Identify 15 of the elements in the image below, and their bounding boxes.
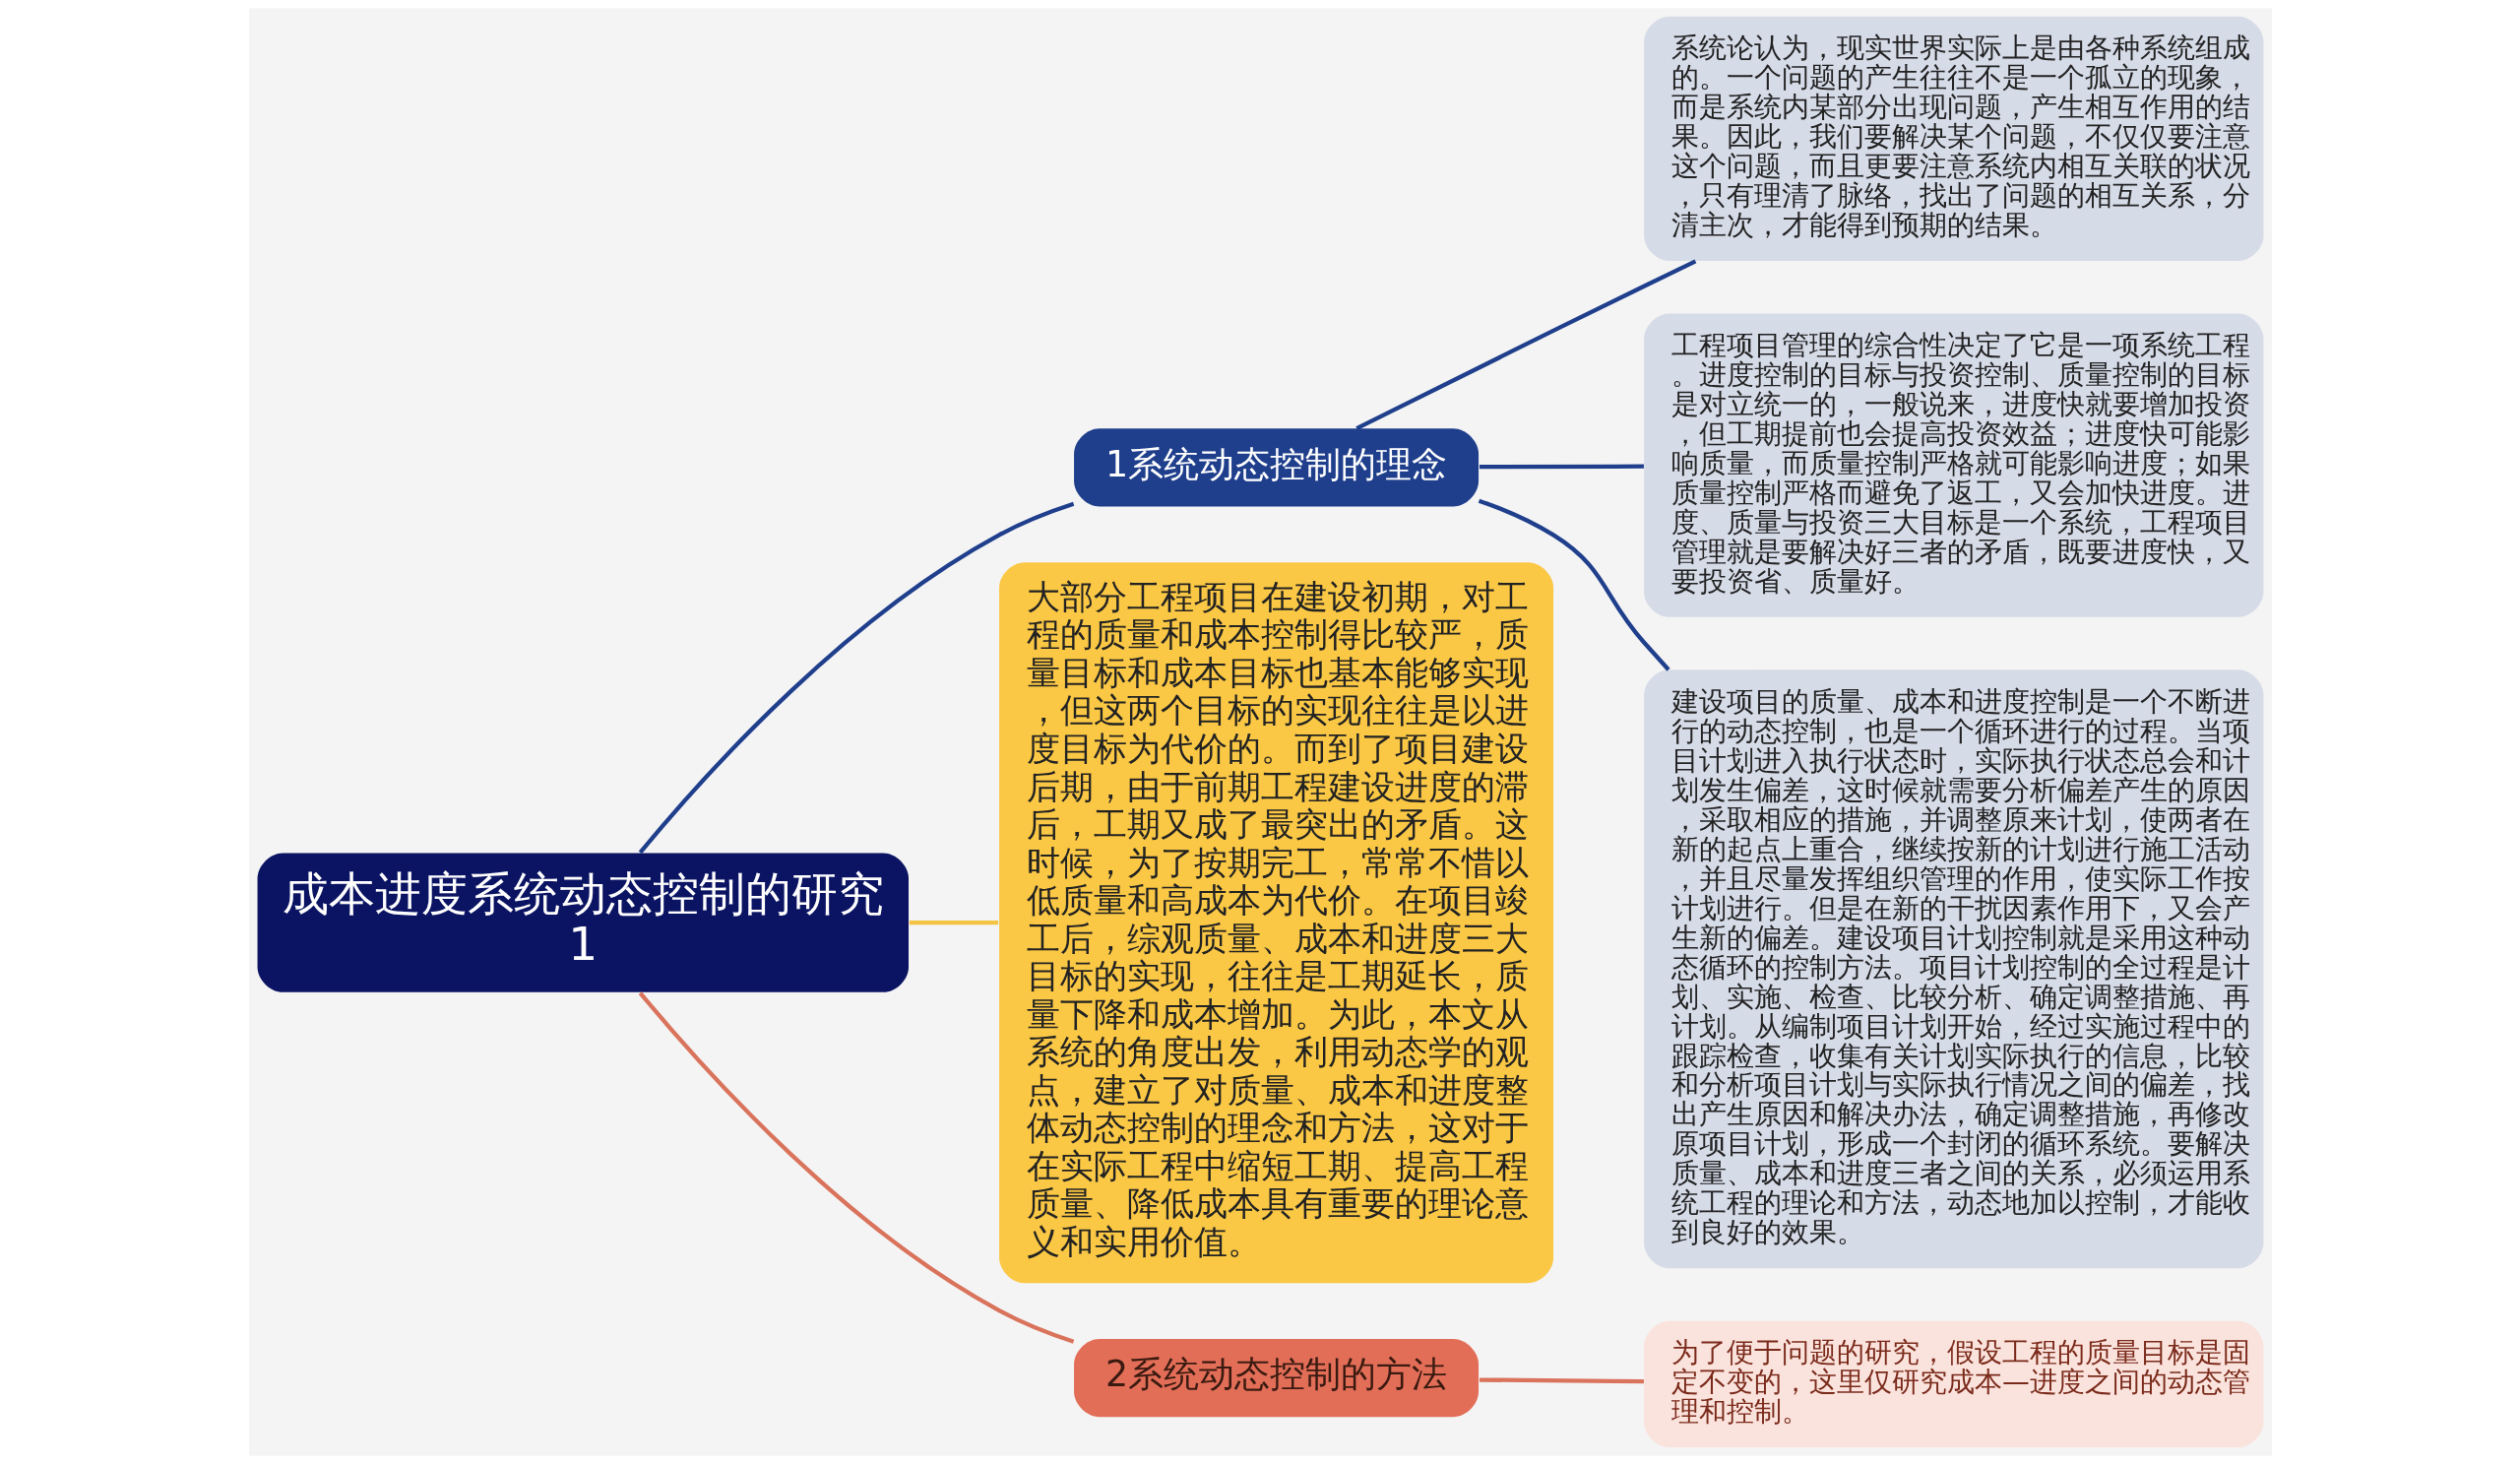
node-box: 系统论认为，现实世界实际上是由各种系统组成的。一个问题的产生往往不是一个孤立的现象，而是系统内某部分出现问题，产生相互作用的结果。因此，我们要解决某个问题，不仅仅要注意这个问题，而且更要注意系统内相互关联的状况，只有理清了脉络，找出了问题的相互关系，分清主次，才能得到预期的结果。 <box>1643 16 2263 262</box>
node-box: 为了便于问题的研究，假设工程的质量目标是固定不变的，这里仅研究成本—进度之间的动态管理和控制。 <box>1643 1320 2263 1448</box>
node-box: 建设项目的质量、成本和进度控制是一个不断进行的动态控制，也是一个循环进行的过程。当项目计划进入执行状态时，实际执行状态总会和计划发生偏差，这时候就需要分析偏差产生的原因，采取相应的措施，并调整原来计划，使两者在新的起点上重合，继续按新的计划进行施工活动，并且尽量发挥组织管理的作用，使实际工作按计划进行。但是在新的干扰因素作用下，又会产生新的偏差。建设项目计划控制就是采用这种动态循环的控制方法。项目计划控制的全过程是计划、实施、检查、比较分析、确定调整措施、再计划。从编制项目计划开始，经过实施过程中的跟踪检查，收集有关计划实际执行的信息，比较和分析项目计划与实际执行情况之间的偏差，找出产生原因和解决办法，确定调整措施，再修改原项目计划，形成一个封闭的循环系统。要解决质量、成本和进度三者之间的关系，必须运用系统工程的理论和方法，动态地加以控制，才能收到良好的效果。 <box>1643 669 2263 1269</box>
node-box: 1系统动态控制的理念 <box>1073 428 1479 507</box>
connector <box>1478 498 1670 671</box>
connector <box>1354 259 1696 430</box>
connector <box>1479 1377 1644 1384</box>
connector <box>909 921 998 925</box>
connector <box>638 991 1074 1344</box>
node-box: 大部分工程项目在建设初期，对工程的质量和成本控制得比较严，质量目标和成本目标也基本能够实现，但这两个目标的实现往往是以进度目标为代价的。而到了项目建设后期，由于前期工程建设进度的滞后，工期又成了最突出的矛盾。这时候，为了按期完工，常常不惜以低质量和高成本为代价。在项目竣工后，综观质量、成本和进度三大目标的实现，往往是工期延长，质量下降和成本增加。为此，本文从系统的角度出发，利用动态学的观点，建立了对质量、成本和进度整体动态控制的理念和方法，这对于在实际工程中缩短工期、提高工程质量、降低成本具有重要的理论意义和实用价值。 <box>998 562 1553 1284</box>
node-box: 工程项目管理的综合性决定了它是一项系统工程。进度控制的目标与投资控制、质量控制的目标是对立统一的，一般说来，进度快就要增加投资，但工期提前也会提高投资效益；进度快可能影响质量，而质量控制严格就可能影响进度；如果质量控制严格而避免了返工，又会加快进度。进度、质量与投资三大目标是一个系统，工程项目管理就是要解决好三者的矛盾，既要进度快，又要投资省、质量好。 <box>1643 313 2263 617</box>
connector <box>638 501 1074 855</box>
node-box: 2系统动态控制的方法 <box>1073 1339 1479 1418</box>
connector <box>1479 464 1644 470</box>
node-box: 成本进度系统动态控制的研究1 <box>257 853 909 992</box>
